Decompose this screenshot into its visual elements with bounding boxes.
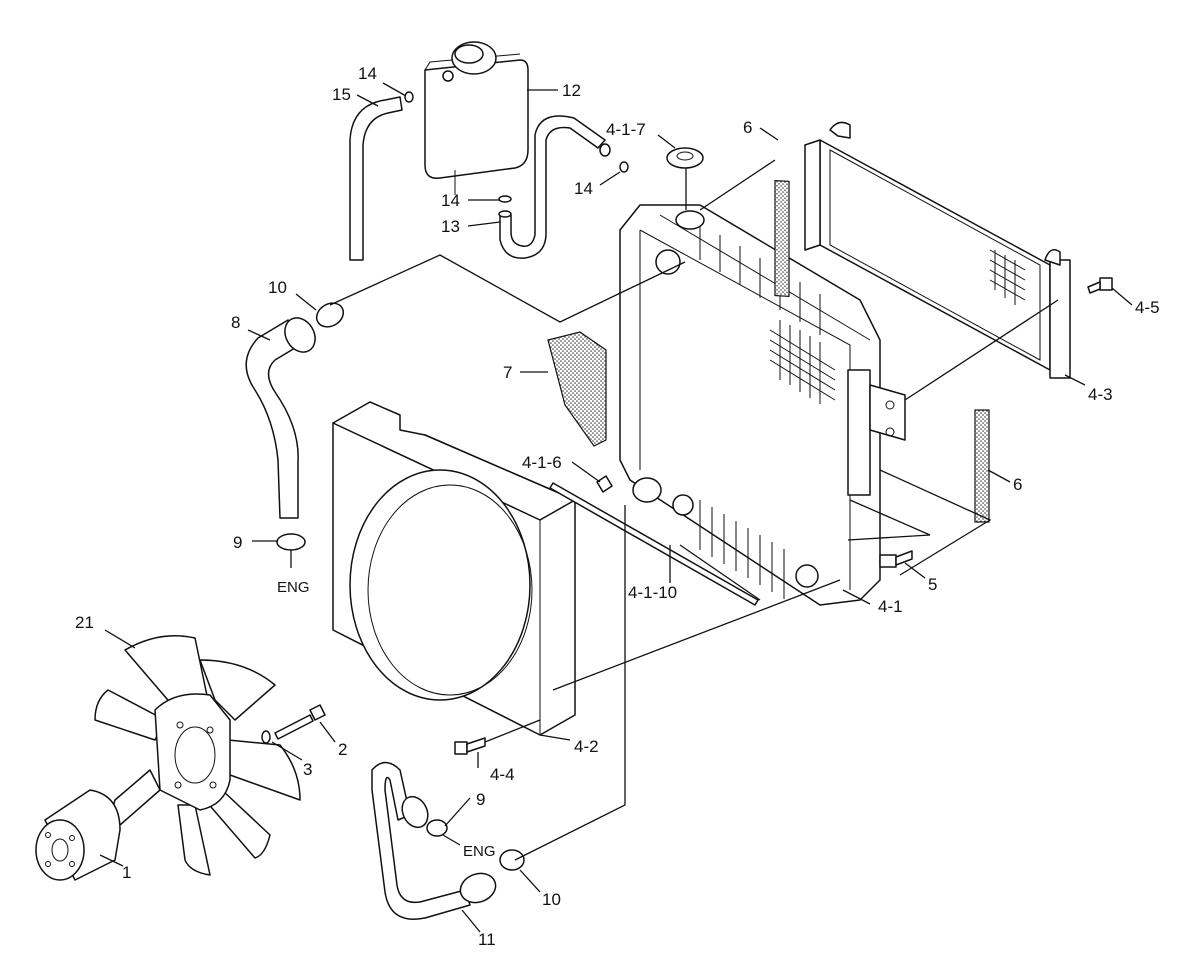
callout-14-right: 14 (574, 179, 593, 198)
callout-15: 15 (332, 85, 351, 104)
callout-4-1-10: 4-1-10 (628, 583, 677, 602)
callout-10-lower: 10 (542, 890, 561, 909)
callout-12: 12 (562, 81, 581, 100)
foam-block (547, 331, 607, 447)
callout-6-lower: 6 (1013, 475, 1022, 494)
callout-14-top: 14 (358, 64, 377, 83)
callout-1: 1 (122, 863, 131, 882)
hose-15 (349, 91, 414, 261)
callout-11: 11 (478, 930, 496, 949)
callout-4-1: 4-1 (878, 597, 903, 616)
callout-4-5: 4-5 (1135, 298, 1160, 317)
radiator-cap (666, 147, 704, 169)
radiator (619, 204, 906, 606)
callout-10-upper: 10 (268, 278, 287, 297)
leader-lines (99, 82, 1133, 933)
callout-8: 8 (231, 313, 240, 332)
callout-7: 7 (503, 363, 512, 382)
eng-label-lower: ENG (463, 843, 496, 860)
callout-4-4: 4-4 (490, 765, 515, 784)
callout-14-middle: 14 (441, 191, 460, 210)
callout-6-upper: 6 (743, 118, 752, 137)
upper-hose (245, 302, 345, 551)
callout-5: 5 (928, 575, 937, 594)
callout-13: 13 (441, 217, 460, 236)
spacer (35, 789, 121, 881)
eng-label-upper: ENG (277, 579, 310, 596)
reservoir-tank (424, 41, 529, 195)
fan-bolt (261, 704, 326, 744)
mesh-strip-upper (774, 179, 790, 297)
callout-4-3: 4-3 (1088, 385, 1113, 404)
callout-4-1-6: 4-1-6 (522, 453, 562, 472)
callout-4-2: 4-2 (574, 737, 599, 756)
clip (596, 475, 613, 493)
seal-strip (549, 482, 759, 606)
callout-4-1-7: 4-1-7 (606, 120, 646, 139)
fan (94, 635, 301, 876)
callout-2: 2 (338, 740, 347, 759)
callout-3: 3 (303, 760, 312, 779)
callout-21: 21 (75, 613, 94, 632)
callout-9-lower: 9 (476, 790, 485, 809)
hose-13 (498, 115, 629, 259)
mesh-strip-lower (974, 409, 990, 523)
callout-9-upper: 9 (233, 533, 242, 552)
oil-cooler (804, 121, 1071, 379)
fan-shroud (332, 401, 576, 736)
bolt-4-5 (1087, 277, 1113, 294)
callout-labels: 1 2 3 4-1 4-1-6 4-1-7 4-1-10 4-2 4-3 4-4… (75, 64, 1160, 949)
bolt-4-4 (454, 737, 486, 755)
bolt-5 (879, 550, 913, 568)
lower-hose (371, 761, 525, 920)
